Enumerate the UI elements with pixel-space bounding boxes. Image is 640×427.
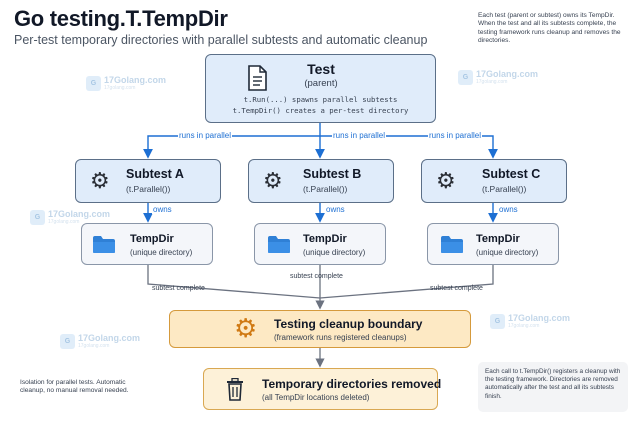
page-title: Go testing.T.TempDir <box>14 6 228 31</box>
removed-title: Temporary directories removed <box>262 377 442 391</box>
subtest-subtitle: (t.Parallel()) <box>126 184 171 194</box>
edge-complete-a <box>147 265 321 299</box>
test-subtitle: (parent) <box>304 78 338 89</box>
gear-icon: ⚙ <box>263 168 283 193</box>
watermark-logo-icon: G <box>30 210 45 225</box>
edge-complete-c <box>319 265 494 299</box>
cleanup-subtitle: (framework runs registered cleanups) <box>274 333 407 342</box>
test-line-2: t.TempDir() creates a per-test directory <box>232 106 409 115</box>
subtest-title: Subtest A <box>126 167 184 181</box>
node-tempdir-b: TempDir (unique directory) <box>254 223 386 265</box>
watermark-logo-icon: G <box>490 314 505 329</box>
gear-icon: ⚙ <box>234 313 258 343</box>
tempdir-title: TempDir <box>303 233 347 245</box>
node-tempdir-c: TempDir (unique directory) <box>427 223 559 265</box>
tempdir-title: TempDir <box>476 233 520 245</box>
test-title: Test <box>307 61 335 77</box>
note-bottom-left: Isolation for parallel tests. Automatic … <box>20 379 129 395</box>
node-subtest-c: ⚙ Subtest C (t.Parallel()) <box>421 159 567 203</box>
gear-icon: ⚙ <box>436 168 456 193</box>
edge-label-subtest-complete: subtest complete <box>430 285 483 292</box>
subtest-title: Subtest B <box>303 167 362 181</box>
note-top-right: Each test (parent or subtest) owns its T… <box>478 12 621 44</box>
document-icon <box>248 65 267 91</box>
trash-icon <box>227 378 243 401</box>
subtest-title: Subtest C <box>482 167 541 181</box>
tempdir-subtitle: (unique directory) <box>130 248 193 257</box>
edge-label-subtest-complete: subtest complete <box>152 285 205 292</box>
subtest-subtitle: (t.Parallel()) <box>482 184 527 194</box>
edge-label-subtest-complete: subtest complete <box>290 273 343 280</box>
watermark-logo-icon: G <box>60 334 75 349</box>
folder-icon <box>268 236 290 253</box>
watermark-logo-icon: G <box>86 76 101 91</box>
tempdir-title: TempDir <box>130 233 174 245</box>
folder-icon <box>93 236 115 253</box>
edge-test-to-subtest-a <box>143 135 320 159</box>
folder-icon <box>441 236 463 253</box>
node-subtest-b: ⚙ Subtest B (t.Parallel()) <box>248 159 394 203</box>
edge-label-runs-in-parallel: runs in parallel <box>178 131 233 140</box>
watermark-logo-icon: G <box>458 70 473 85</box>
node-directories-removed: Temporary directories removed (all TempD… <box>203 368 442 410</box>
node-tempdir-a: TempDir (unique directory) <box>81 223 213 265</box>
test-line-1: t.Run(...) spawns parallel subtests <box>243 95 398 104</box>
edge-label-owns: owns <box>325 205 346 214</box>
node-cleanup-boundary: ⚙ Testing cleanup boundary (framework ru… <box>169 310 471 348</box>
cleanup-title: Testing cleanup boundary <box>274 317 423 331</box>
subtest-subtitle: (t.Parallel()) <box>303 184 348 194</box>
tempdir-subtitle: (unique directory) <box>476 248 539 257</box>
note-bottom-right: Each call to t.TempDir() registers a cle… <box>478 362 628 412</box>
tempdir-subtitle: (unique directory) <box>303 248 366 257</box>
edge-label-owns: owns <box>152 205 173 214</box>
gear-icon: ⚙ <box>90 168 110 193</box>
node-subtest-a: ⚙ Subtest A (t.Parallel()) <box>75 159 221 203</box>
edge-label-owns: owns <box>498 205 519 214</box>
page-subtitle: Per-test temporary directories with para… <box>14 33 428 47</box>
edge-label-runs-in-parallel: runs in parallel <box>332 131 387 140</box>
removed-subtitle: (all TempDir locations deleted) <box>262 393 370 402</box>
edge-label-runs-in-parallel: runs in parallel <box>428 131 483 140</box>
node-test-parent: Test (parent) t.Run(...) spawns parallel… <box>205 54 436 123</box>
